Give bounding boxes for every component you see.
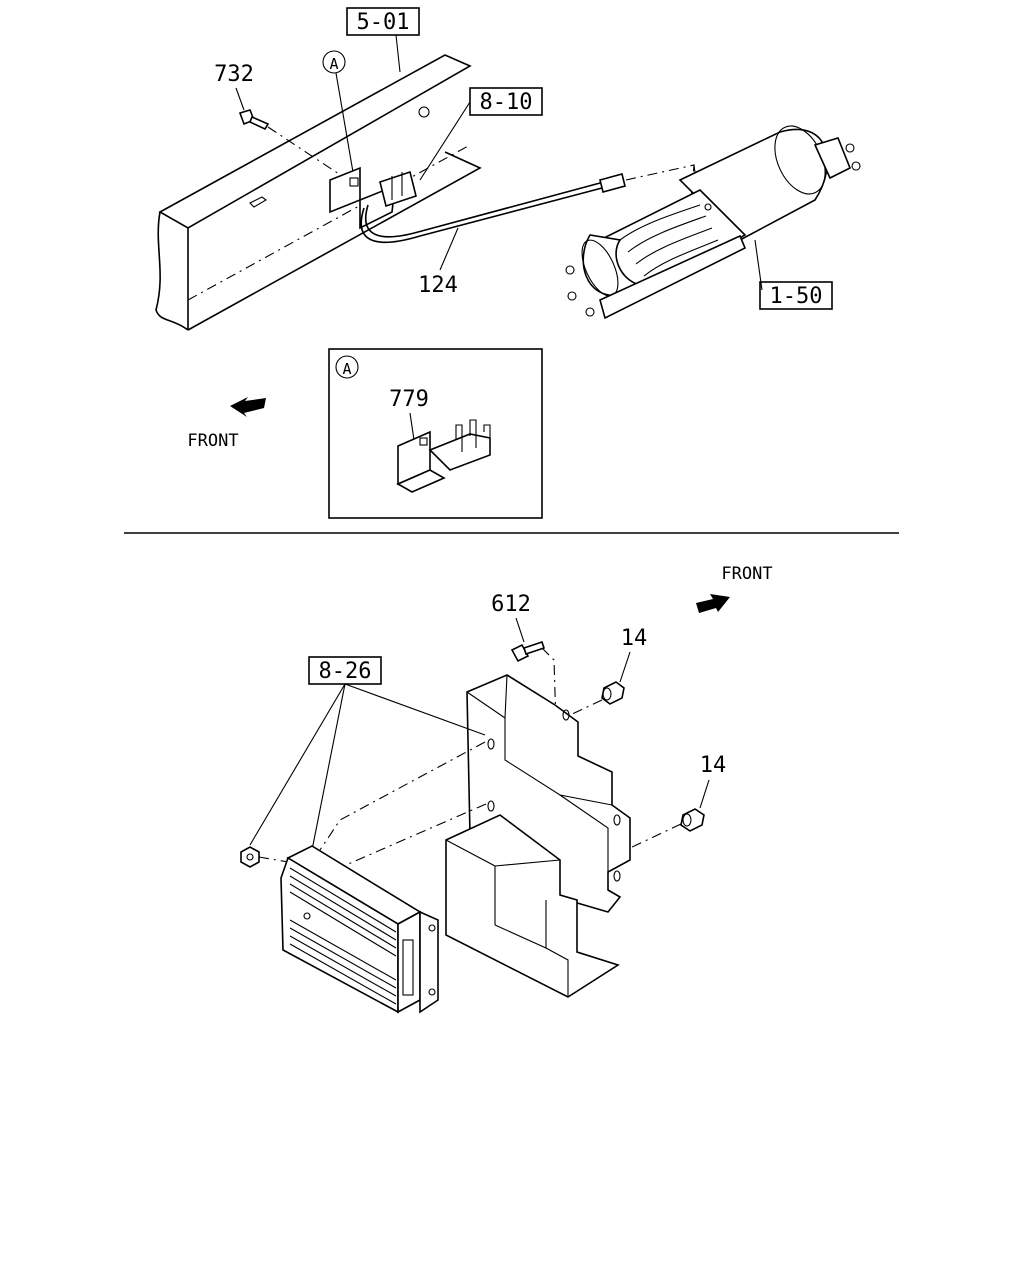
detail-a-label: A: [342, 360, 351, 378]
ref-5-01: 5-01: [357, 10, 410, 35]
part-14-upper-label: 14: [621, 626, 648, 651]
part-732-label: 732: [214, 62, 254, 87]
callout-a: A: [329, 55, 338, 73]
ref-8-26: 8-26: [319, 659, 372, 684]
collar-14-upper: [601, 681, 625, 705]
front-arrow-right-icon: [696, 594, 730, 613]
clip-779: [396, 419, 491, 493]
part-124-label: 124: [418, 273, 458, 298]
front-label-top: FRONT: [187, 431, 238, 451]
controller-unit: [280, 845, 439, 1014]
clip-on-rail: [329, 166, 417, 230]
bottom-section: FRONT 612 14 14: [240, 564, 773, 1014]
part-779-label: 779: [389, 387, 429, 412]
bolt-612: [510, 640, 546, 663]
part-14-lower-label: 14: [700, 753, 727, 778]
mounting-bracket: [445, 674, 631, 998]
top-section: 5-01 A 732 8-10 124: [155, 7, 861, 519]
ref-1-50: 1-50: [770, 284, 823, 309]
front-arrow-left-icon: [230, 397, 266, 417]
detail-a-box: A 779: [328, 348, 543, 519]
flange-nut: [240, 846, 260, 868]
bolt-732: [238, 109, 270, 131]
dpf-assembly: [565, 125, 861, 320]
front-label-bottom: FRONT: [721, 564, 772, 584]
ref-8-10: 8-10: [480, 90, 533, 115]
collar-14-lower: [680, 808, 705, 832]
frame-rail: [155, 54, 482, 331]
part-612-label: 612: [491, 592, 531, 617]
